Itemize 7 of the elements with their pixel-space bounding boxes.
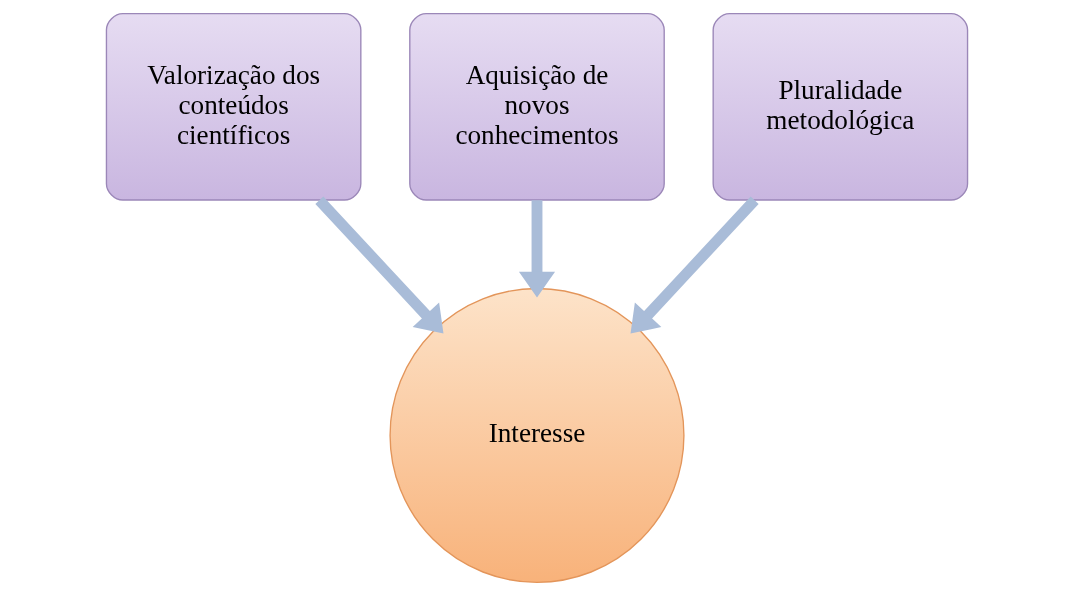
node-circle: Interesse <box>389 287 685 583</box>
node-box: Pluralidade metodológica <box>712 13 969 201</box>
arrow <box>518 200 556 298</box>
arrow <box>630 196 759 334</box>
node-box: Valorização dos conteúdos científicos <box>105 13 362 201</box>
arrow <box>315 196 444 334</box>
node-box: Aquisição de novos conhecimentos <box>409 13 665 201</box>
